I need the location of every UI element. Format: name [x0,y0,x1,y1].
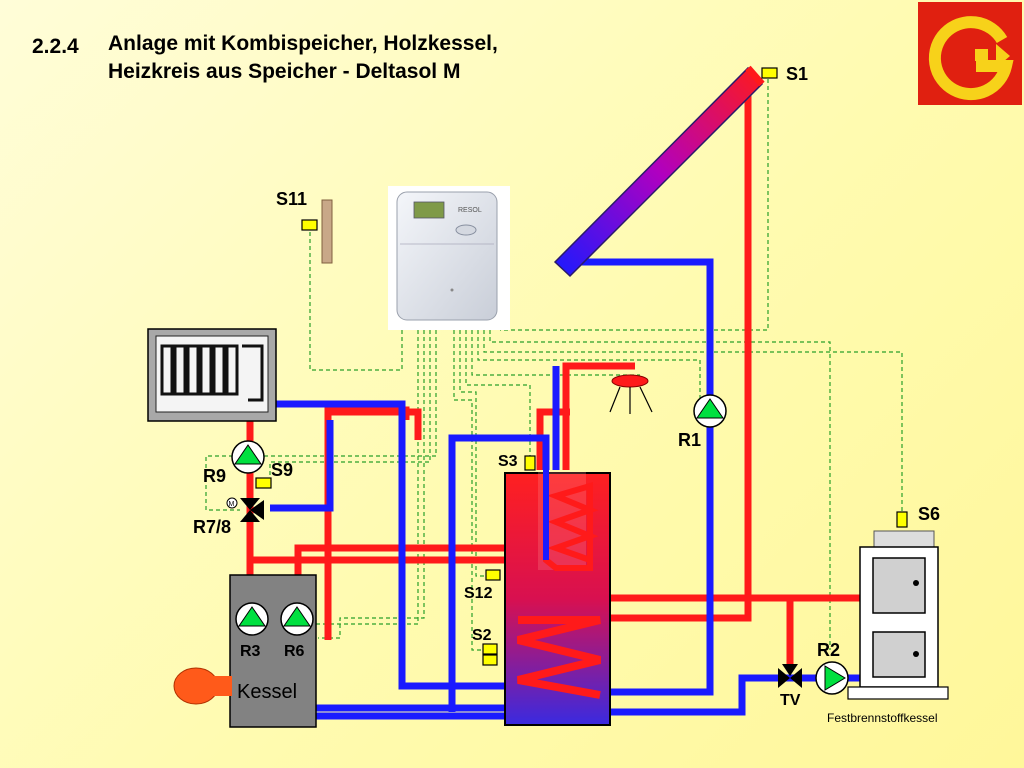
oil-boiler: Kessel [173,574,317,728]
label-r3: R3 [240,643,261,660]
shower-head [609,374,653,414]
sensor-s9 [255,477,272,489]
cold-pipes [256,258,860,720]
solid-fuel-boiler: Festbrennstoffkessel [827,530,949,725]
s11-outdoor-sensor-post [321,199,333,264]
section-number: 2.2.4 [32,35,79,58]
storage-tank [504,470,611,726]
controller: RESOL [388,186,510,330]
radiator [147,328,277,422]
sensor-s2a [482,643,498,655]
pump-r3 [235,602,269,636]
sensor-s3 [524,455,536,471]
controller-display [413,201,445,219]
label-r6: R6 [284,643,305,660]
thermo-valve-tv [778,664,802,688]
valve-motor-icon [226,497,238,509]
pump-r6 [280,602,314,636]
pump-r9 [231,440,265,474]
pump-r1 [693,394,727,428]
sensor-s6 [896,511,908,528]
valve-motor-label: M [229,501,235,508]
sensor-s11 [301,219,318,231]
title-line-2: Heizkreis aus Speicher - Deltasol M [108,60,461,83]
kessel-label: Kessel [237,681,297,703]
label-s3: S3 [498,453,518,470]
sensor-s1 [761,67,778,79]
controller-knob [455,224,477,236]
hot-pipes [246,80,860,665]
sensor-s2b [482,654,498,666]
sensor-s12 [485,569,501,581]
label-s12: S12 [464,585,493,602]
label-r1: R1 [678,430,701,450]
label-s2: S2 [472,627,492,644]
controller-brand: RESOL [458,207,482,214]
mixing-valve-r78: M [226,497,264,522]
label-r9: R9 [203,466,226,486]
label-s11: S11 [276,189,307,209]
company-logo [918,2,1022,105]
festbrennstoffkessel-label: Festbrennstoffkessel [827,711,938,725]
label-s6: S6 [918,504,940,524]
solar-collector [553,65,765,278]
sensors [255,67,908,666]
label-tv: TV [780,692,801,709]
title-line-1: Anlage mit Kombispeicher, Holzkessel, [108,32,498,55]
label-r78: R7/8 [193,517,231,537]
label-s1: S1 [786,64,808,84]
label-r2: R2 [817,640,840,660]
label-s9: S9 [271,460,293,480]
pump-r2 [815,661,849,695]
